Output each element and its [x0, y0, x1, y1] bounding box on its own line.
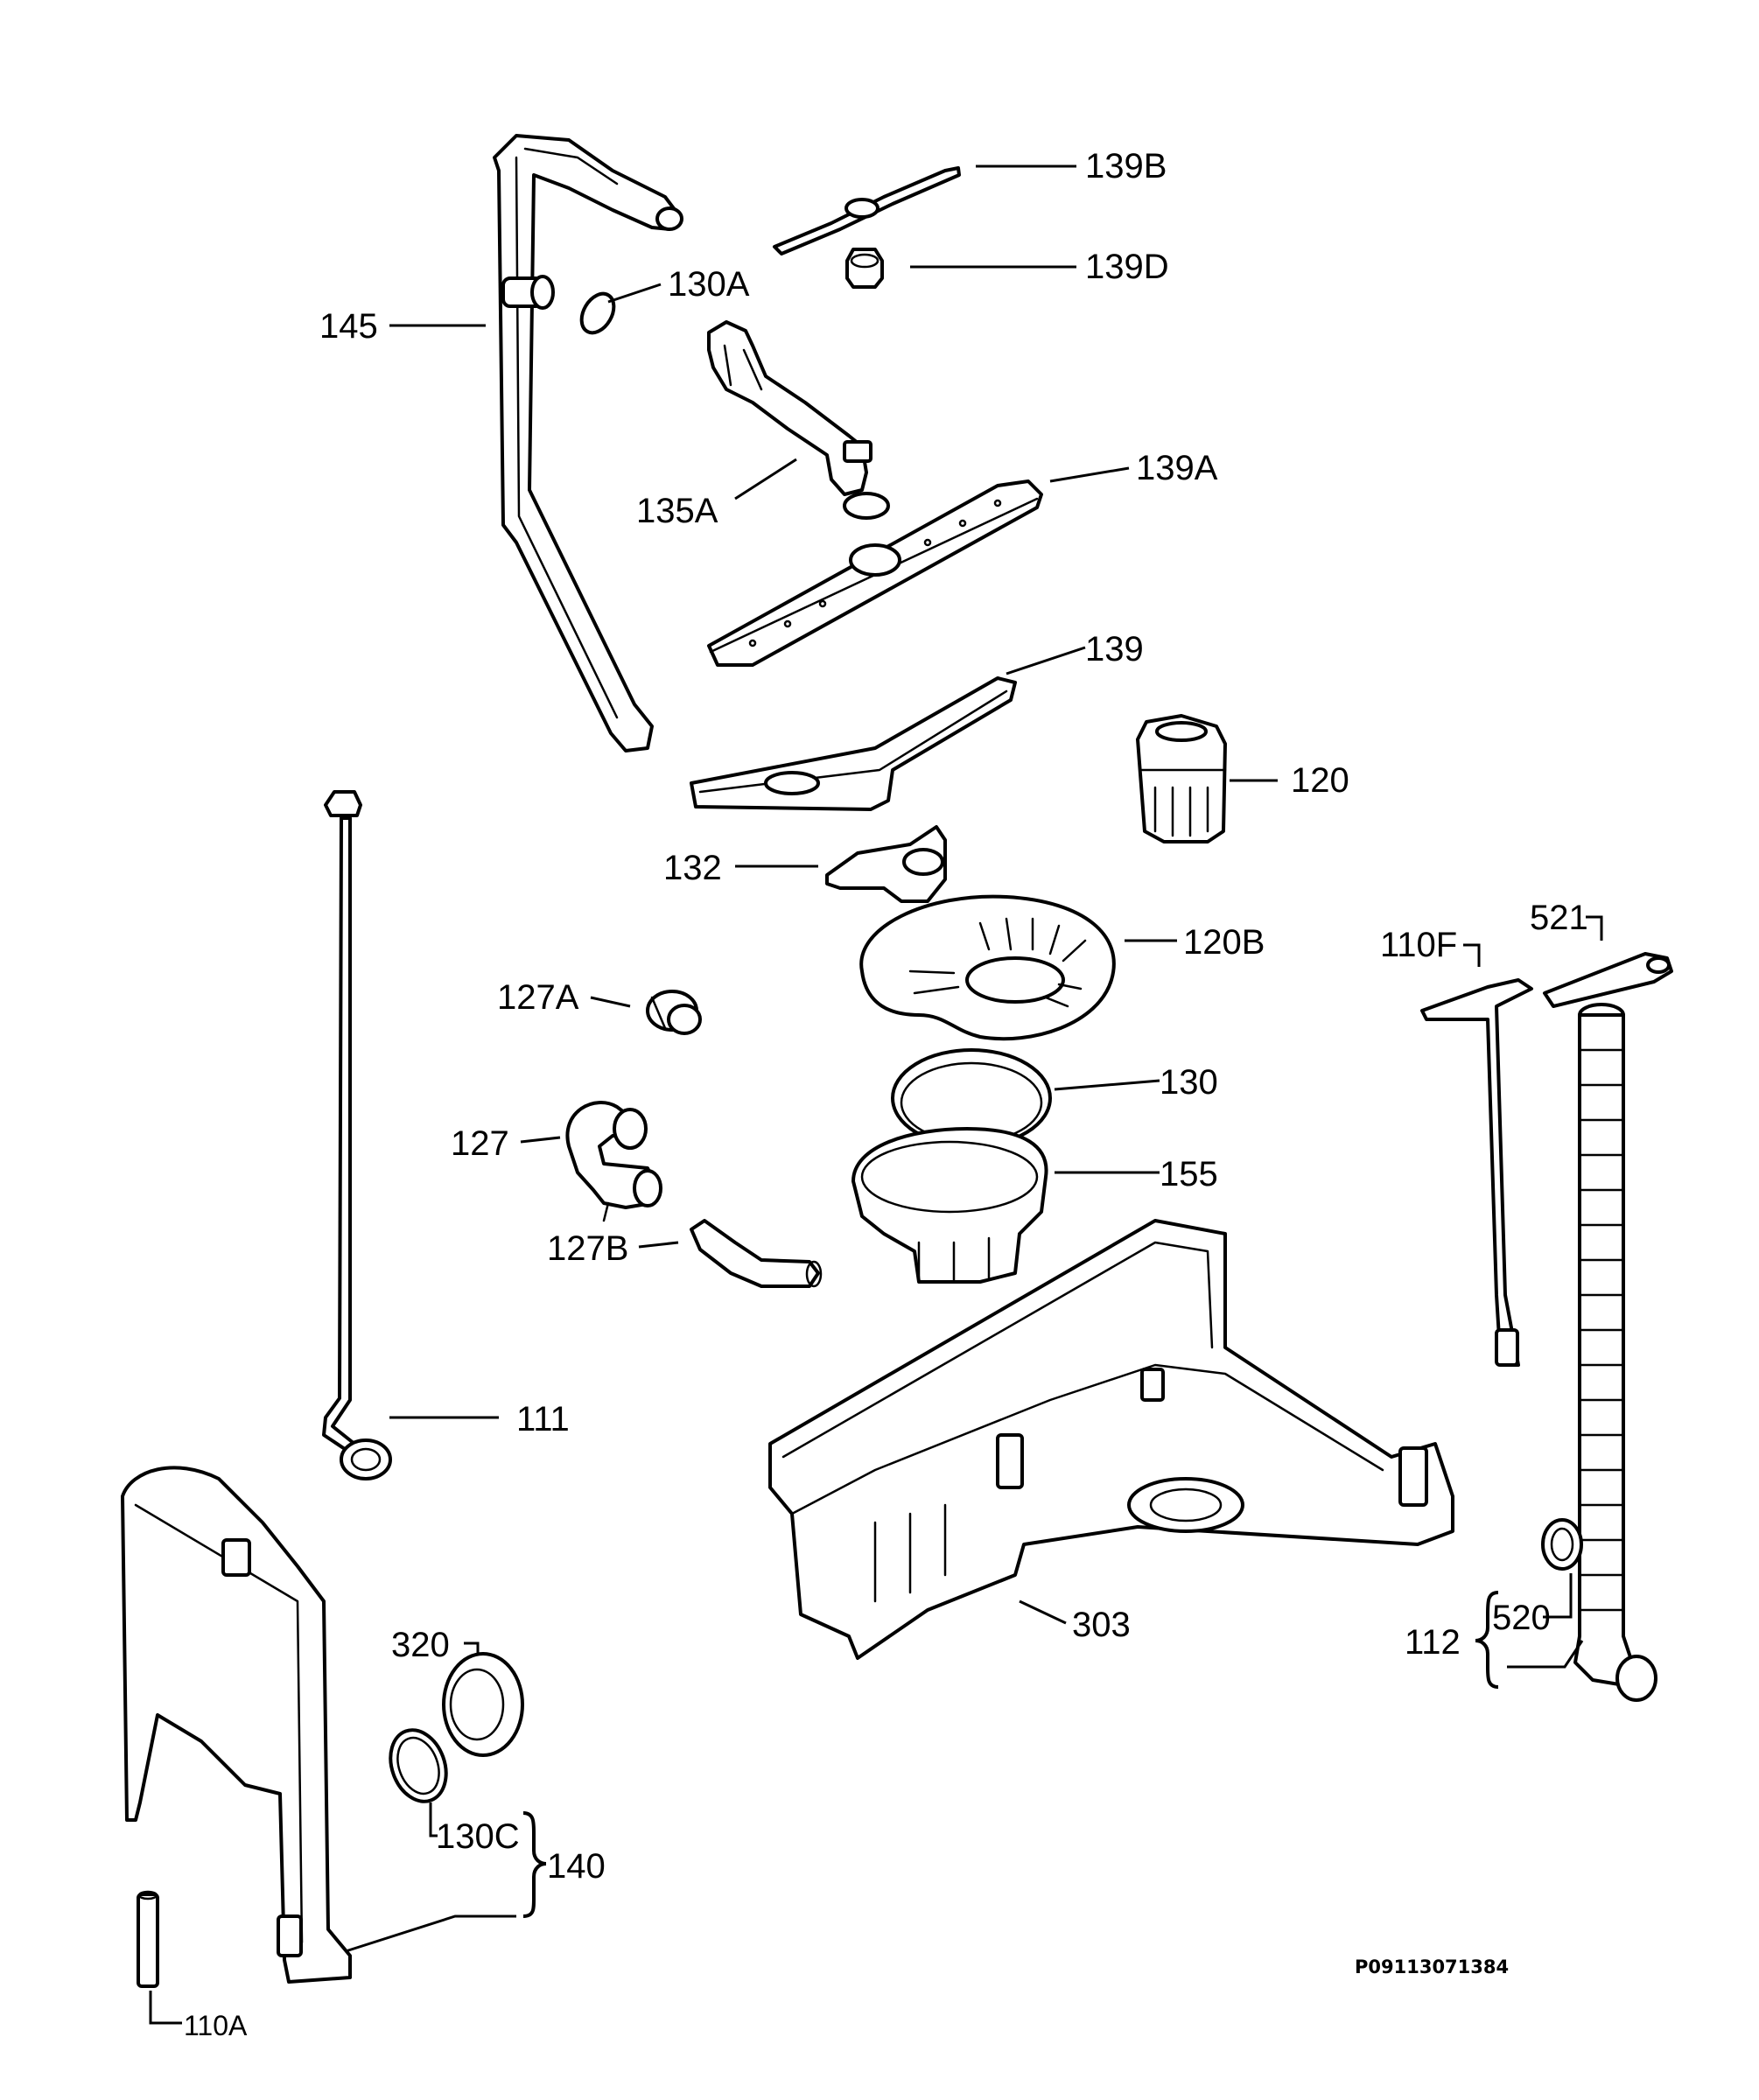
label-320: 320	[391, 1626, 450, 1664]
part-145-supply-pipe	[493, 134, 683, 752]
label-140: 140	[547, 1847, 606, 1886]
label-145: 145	[319, 307, 378, 346]
label-110A: 110A	[184, 2010, 248, 2041]
part-120B-filter-plate	[859, 894, 1116, 1041]
part-120-pump-motor	[1136, 714, 1227, 844]
label-303: 303	[1072, 1606, 1131, 1644]
brace-140	[522, 1811, 547, 1918]
label-130A: 130A	[668, 265, 750, 304]
part-140-side-panel	[121, 1466, 352, 1984]
part-127-connector-pipe	[565, 1101, 662, 1222]
label-139: 139	[1085, 630, 1144, 668]
part-111-hose	[322, 790, 392, 1480]
label-110F: 110F	[1380, 926, 1457, 964]
label-130: 130	[1160, 1063, 1218, 1102]
part-130C-oring	[389, 1728, 448, 1803]
label-120B: 120B	[1183, 923, 1265, 962]
part-112-drain-hose	[1573, 1003, 1657, 1702]
diagram-code: P09113071384	[1355, 1956, 1509, 1978]
label-521: 521	[1530, 899, 1588, 937]
label-139D: 139D	[1085, 248, 1169, 286]
part-155-sump	[851, 1127, 1048, 1284]
label-112: 112	[1405, 1623, 1461, 1662]
part-303-base-tray	[768, 1219, 1454, 1660]
part-139A-upper-spray-arm	[707, 480, 1043, 667]
part-139-lower-spray-arm	[690, 676, 1017, 811]
label-132: 132	[663, 849, 722, 887]
label-520: 520	[1492, 1599, 1551, 1637]
part-127B-hose	[690, 1219, 823, 1288]
part-520-ring	[1541, 1518, 1583, 1571]
label-155: 155	[1160, 1155, 1218, 1194]
label-130C: 130C	[436, 1817, 520, 1856]
leader-lines	[149, 164, 1603, 2025]
part-139D-nut	[845, 248, 884, 289]
part-110A-rod	[137, 1890, 159, 1988]
label-127: 127	[451, 1124, 509, 1163]
label-135A: 135A	[636, 492, 718, 530]
part-139B-top-spray-arm	[773, 166, 961, 256]
part-110F-tube	[1420, 978, 1533, 1367]
part-521-clip	[1543, 952, 1673, 1008]
label-127B: 127B	[547, 1229, 628, 1268]
part-127A-coupling	[646, 990, 702, 1035]
brace-112	[1475, 1591, 1499, 1689]
label-139A: 139A	[1136, 449, 1218, 487]
label-127A: 127A	[497, 978, 579, 1017]
part-130A-oring	[579, 291, 616, 335]
part-132-bracket	[825, 825, 947, 903]
part-320-seal	[442, 1652, 524, 1757]
part-135A-spray-arm-bracket	[707, 320, 890, 520]
label-139B: 139B	[1085, 147, 1167, 186]
label-120: 120	[1291, 761, 1349, 800]
label-111: 111	[516, 1400, 570, 1438]
